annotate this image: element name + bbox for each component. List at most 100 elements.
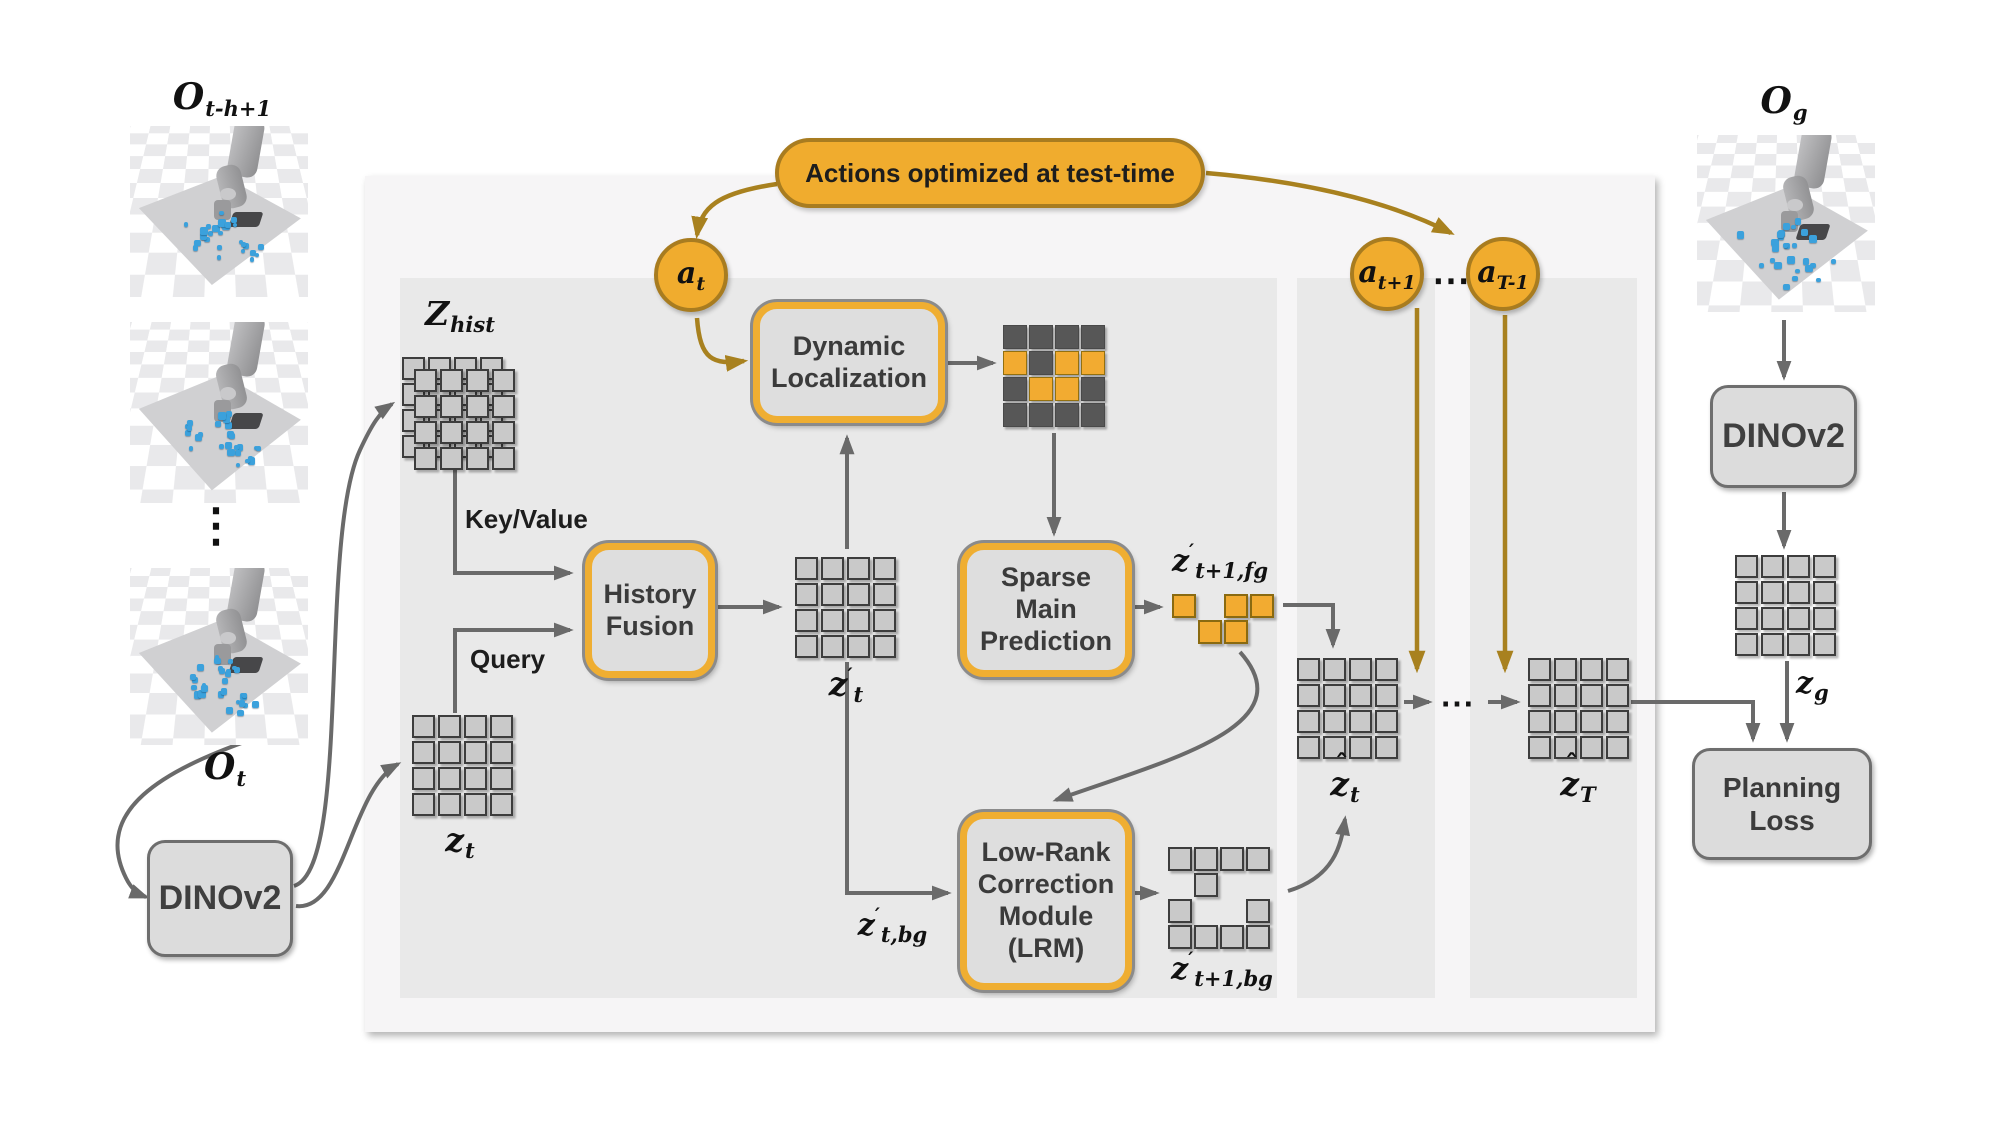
token-cell bbox=[1761, 633, 1784, 656]
dinov2-left-box: DINOv2 bbox=[147, 840, 293, 957]
token-cell bbox=[490, 741, 513, 764]
token-cell bbox=[1246, 847, 1270, 871]
token-cell bbox=[1220, 925, 1244, 949]
sparse-main-prediction-box: Sparse Main Prediction bbox=[960, 543, 1132, 677]
lrm-label-4: (LRM) bbox=[1007, 932, 1085, 963]
robot-arm3 bbox=[213, 199, 232, 221]
particle bbox=[184, 429, 192, 437]
history-fusion-box: History Fusion bbox=[585, 543, 715, 678]
particle bbox=[242, 693, 248, 699]
particle bbox=[218, 667, 225, 675]
z-prime-t1-fg-tokens bbox=[1172, 594, 1274, 644]
token-cell bbox=[1375, 710, 1398, 733]
token-cell bbox=[412, 767, 435, 790]
token-cell bbox=[1055, 403, 1079, 427]
query-label: Query bbox=[470, 644, 546, 674]
particle bbox=[187, 419, 194, 426]
dinov2-right-box: DINOv2 bbox=[1710, 385, 1857, 488]
token-cell bbox=[492, 369, 515, 392]
token-cell bbox=[466, 395, 489, 418]
action-t-circle: at bbox=[654, 238, 728, 312]
token-cell bbox=[795, 583, 818, 606]
token-cell bbox=[1081, 377, 1105, 401]
particle bbox=[214, 421, 221, 428]
particle bbox=[235, 450, 242, 457]
z-g-label: zg bbox=[1796, 666, 1829, 705]
token-cell bbox=[1761, 555, 1784, 578]
z-hist-label: Zhist bbox=[425, 294, 495, 337]
particle bbox=[195, 434, 203, 442]
particle bbox=[228, 432, 235, 439]
token-cell bbox=[1168, 847, 1192, 871]
token-cell bbox=[1375, 684, 1398, 707]
dynamic-localization-label-1: Dynamic bbox=[792, 330, 906, 361]
timestep-panel-T bbox=[1470, 278, 1637, 998]
token-cell bbox=[821, 609, 844, 632]
token-cell bbox=[490, 767, 513, 790]
token-cell bbox=[1224, 620, 1248, 644]
action-T1-circle: aT-1 bbox=[1466, 237, 1540, 311]
particle bbox=[243, 702, 249, 708]
particle bbox=[1804, 264, 1813, 273]
timestep-panel-t1 bbox=[1297, 278, 1435, 998]
lrm-label-2: Correction bbox=[977, 869, 1115, 900]
particle bbox=[1776, 231, 1785, 239]
particle bbox=[235, 699, 240, 704]
token-cell bbox=[821, 557, 844, 580]
token-cell bbox=[412, 715, 435, 738]
particle bbox=[191, 684, 197, 691]
particle bbox=[214, 657, 221, 665]
token-cell bbox=[1787, 581, 1810, 604]
particle bbox=[1801, 228, 1809, 236]
history-fusion-label-2: Fusion bbox=[605, 610, 695, 641]
token-cell bbox=[1349, 658, 1372, 681]
particle bbox=[257, 243, 264, 250]
particle bbox=[1782, 242, 1789, 249]
history-fusion-label-1: History bbox=[603, 578, 697, 609]
particle bbox=[250, 250, 256, 256]
token-cell bbox=[795, 557, 818, 580]
token-cell bbox=[873, 583, 896, 606]
particle bbox=[1802, 257, 1810, 265]
particle bbox=[197, 663, 204, 671]
token-cell bbox=[1375, 736, 1398, 759]
particle bbox=[194, 239, 201, 247]
z-prime-t-bg-label: z′t,bg bbox=[857, 904, 928, 947]
token-cell bbox=[1528, 658, 1551, 681]
particle bbox=[201, 684, 209, 692]
particle bbox=[1770, 258, 1775, 263]
particle bbox=[1774, 262, 1782, 270]
token-cell bbox=[1554, 736, 1577, 759]
particle bbox=[217, 255, 222, 260]
token-cell bbox=[821, 635, 844, 658]
token-cell bbox=[464, 793, 487, 816]
obs-t-label: Ot bbox=[203, 746, 247, 791]
token-cell bbox=[438, 715, 461, 738]
token-cell bbox=[464, 767, 487, 790]
token-cell bbox=[1761, 581, 1784, 604]
token-cell bbox=[1528, 710, 1551, 733]
token-cell bbox=[1003, 351, 1027, 375]
particle bbox=[1736, 231, 1745, 239]
token-cell bbox=[1323, 736, 1346, 759]
token-cell bbox=[1198, 620, 1222, 644]
particle bbox=[236, 444, 244, 451]
token-cell bbox=[438, 741, 461, 764]
token-cell bbox=[1606, 684, 1629, 707]
actions-optimized-pill: Actions optimized at test-time bbox=[775, 138, 1205, 208]
token-cell bbox=[490, 793, 513, 816]
token-cell bbox=[1349, 684, 1372, 707]
particle bbox=[1810, 262, 1816, 269]
token-cell bbox=[795, 635, 818, 658]
z-hist-grid-front bbox=[414, 369, 515, 470]
token-cell bbox=[1003, 377, 1027, 401]
token-cell bbox=[414, 421, 437, 444]
token-cell bbox=[440, 421, 463, 444]
token-cell bbox=[1554, 710, 1577, 733]
particle bbox=[204, 236, 210, 243]
particle bbox=[240, 249, 245, 254]
token-cell bbox=[1735, 633, 1758, 656]
token-cell bbox=[464, 715, 487, 738]
zhat-T-grid bbox=[1528, 658, 1629, 759]
particle bbox=[226, 707, 234, 715]
